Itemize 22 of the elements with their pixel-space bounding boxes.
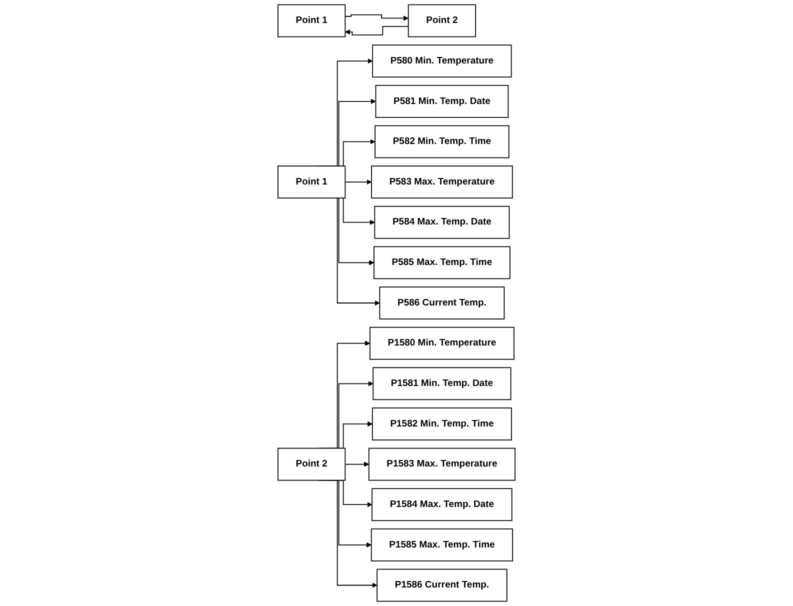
node-box: P581 Min. Temp. Date (375, 84, 509, 118)
arrow (344, 26, 409, 36)
node-box: Point 2 (408, 4, 476, 38)
node-box: Point 2 (278, 448, 346, 481)
arrow (344, 462, 370, 467)
node-box: P583 Max. Temperature (371, 166, 513, 198)
arrow (344, 179, 372, 185)
node-box: P1580 Min. Temperature (370, 326, 514, 360)
node-box: P580 Min. Temperature (372, 44, 512, 78)
node-box: P586 Current Temp. (379, 286, 505, 320)
node-box: P1582 Min. Temp. Time (372, 408, 512, 440)
node-box: P1584 Max. Temp. Date (372, 488, 512, 522)
node-box: Point 1 (278, 4, 346, 38)
arrow (344, 14, 409, 21)
node-box: P585 Max. Temp. Time (374, 246, 510, 280)
node-box: P1585 Max. Temp. Time (370, 528, 514, 562)
node-box: P1581 Min. Temp. Date (372, 367, 512, 400)
node-box: P1583 Max. Temperature (368, 448, 516, 481)
node-box: P1586 Current Temp. (376, 568, 508, 602)
node-box: Point 1 (278, 166, 346, 198)
node-box: P584 Max. Temp. Date (374, 206, 510, 239)
node-box: P582 Min. Temp. Time (374, 125, 510, 158)
